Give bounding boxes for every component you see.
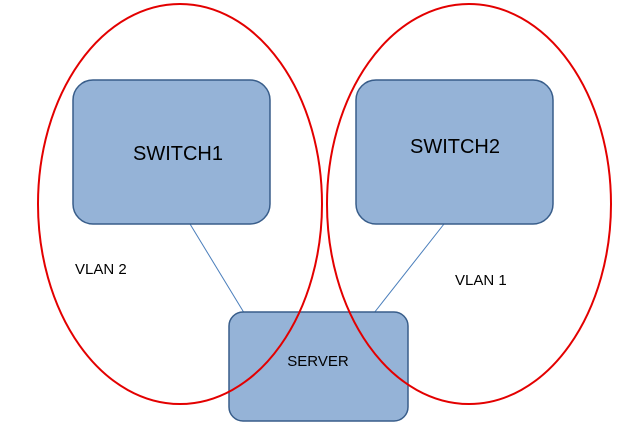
vlan1-label: VLAN 1 xyxy=(455,272,507,289)
switch1-box xyxy=(72,79,271,225)
server-node: SERVER xyxy=(228,311,409,422)
connector-switch1-server xyxy=(189,223,247,317)
switch2-label: SWITCH2 xyxy=(410,136,500,158)
switch2-node: SWITCH2 xyxy=(355,79,554,225)
switch2-box xyxy=(355,79,554,225)
switch1-label: SWITCH1 xyxy=(133,143,223,165)
connector-switch2-server xyxy=(373,223,445,314)
vlan2-label: VLAN 2 xyxy=(75,261,127,278)
server-label: SERVER xyxy=(287,353,349,370)
switch1-node: SWITCH1 xyxy=(72,79,271,225)
vlan2-zone-outline xyxy=(37,3,323,405)
vlan1-zone-outline xyxy=(326,3,612,405)
